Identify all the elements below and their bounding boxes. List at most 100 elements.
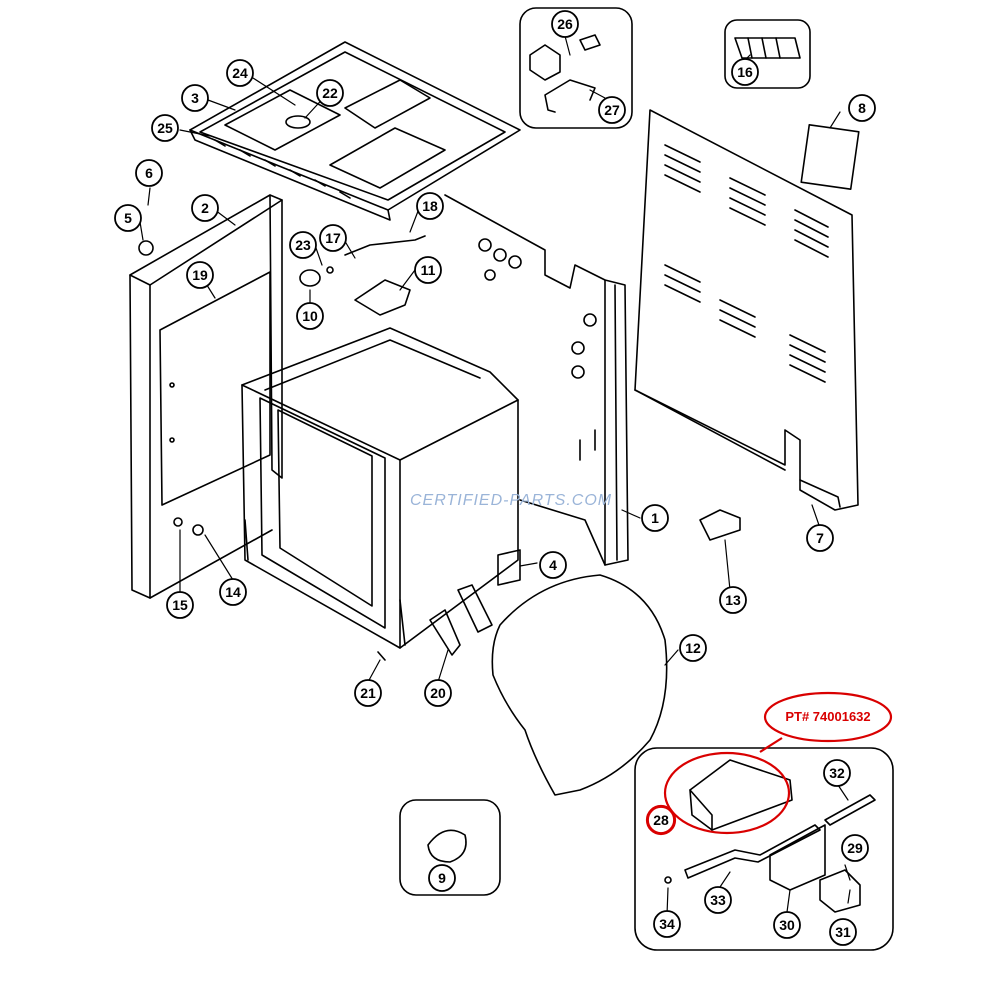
top-panel-drawing — [189, 41, 521, 221]
callout-circle — [416, 192, 444, 220]
callout-number: 11 — [421, 262, 436, 278]
watermark-text: CERTIFIED-PARTS.COM — [410, 492, 612, 509]
callout-circle — [653, 910, 681, 938]
callout-circle — [539, 551, 567, 579]
callout-number: 27 — [604, 102, 620, 118]
callout-number: 30 — [779, 917, 795, 933]
callout-24: 24 — [226, 59, 254, 87]
callout-circle — [598, 96, 626, 124]
callout-18: 18 — [416, 192, 444, 220]
callout-circle — [316, 79, 344, 107]
callout-number: 16 — [737, 64, 753, 80]
callout-32: 32 — [823, 759, 851, 787]
callout-circle — [186, 261, 214, 289]
small-parts-drawing — [173, 235, 741, 661]
callout-29: 29 — [841, 834, 869, 862]
callout-number: 14 — [225, 584, 241, 600]
callout-12: 12 — [679, 634, 707, 662]
callout-number: 33 — [710, 892, 726, 908]
callout-circle — [647, 806, 675, 834]
callout-number: 3 — [191, 90, 199, 106]
inset-9-drawing — [399, 799, 501, 896]
part-number-label: PT# 74001632 — [785, 709, 870, 724]
callout-13: 13 — [719, 586, 747, 614]
callout-number: 31 — [835, 924, 851, 940]
callout-number: 2 — [201, 200, 209, 216]
callout-circle — [704, 886, 732, 914]
callout-circle — [166, 591, 194, 619]
callout-number: 10 — [302, 308, 318, 324]
callout-circle — [181, 84, 209, 112]
callout-16: 16 — [731, 58, 759, 86]
callout-9: 9 — [428, 864, 456, 892]
inset-28-34-drawing — [634, 747, 894, 951]
callout-circle — [679, 634, 707, 662]
callout-number: 15 — [172, 597, 188, 613]
callout-circle — [823, 759, 851, 787]
highlight-marks — [645, 691, 893, 836]
callout-circle — [848, 94, 876, 122]
part-number-highlight — [763, 691, 893, 743]
inset-16-drawing — [724, 19, 811, 89]
callout-number: 1 — [651, 510, 659, 526]
callout-7: 7 — [806, 524, 834, 552]
callout-circle — [719, 586, 747, 614]
callout-2: 2 — [191, 194, 219, 222]
callout-number: 18 — [422, 198, 438, 214]
insulation-drawing — [491, 574, 668, 796]
callout-30: 30 — [773, 911, 801, 939]
callout-number: 22 — [322, 85, 338, 101]
callout-15: 15 — [166, 591, 194, 619]
callout-circle — [731, 58, 759, 86]
callout-number: 17 — [325, 230, 341, 246]
oven-box-drawing — [241, 327, 519, 649]
callout-circle — [354, 679, 382, 707]
callout-1: 1 — [641, 504, 669, 532]
callout-10: 10 — [296, 302, 324, 330]
callout-group: 1234567891011121314151617181920212223242… — [114, 10, 876, 946]
callout-11: 11 — [414, 256, 442, 284]
callout-number: 23 — [295, 237, 311, 253]
cabinet-side-drawing — [444, 194, 629, 566]
leader-lines — [139, 35, 851, 916]
callout-3: 3 — [181, 84, 209, 112]
rear-panel-drawing — [634, 109, 860, 511]
callout-28: 28 — [647, 806, 675, 834]
callout-number: 25 — [157, 120, 173, 136]
callout-circle — [428, 864, 456, 892]
callout-14: 14 — [219, 578, 247, 606]
callout-number: 32 — [829, 765, 845, 781]
callout-number: 13 — [725, 592, 741, 608]
callout-number: 8 — [858, 100, 866, 116]
callout-number: 34 — [659, 916, 675, 932]
highlight-connector — [759, 737, 783, 753]
callout-circle — [551, 10, 579, 38]
callout-5: 5 — [114, 204, 142, 232]
callout-circle — [151, 114, 179, 142]
callout-number: 7 — [816, 530, 824, 546]
callout-number: 5 — [124, 210, 132, 226]
callout-circle — [296, 302, 324, 330]
side-panel-drawing — [129, 194, 283, 599]
callout-34: 34 — [653, 910, 681, 938]
callout-circle — [773, 911, 801, 939]
bracket-highlight — [663, 751, 791, 835]
callout-circle — [135, 159, 163, 187]
callout-26: 26 — [551, 10, 579, 38]
callout-circle — [289, 231, 317, 259]
callout-33: 33 — [704, 886, 732, 914]
callout-circle — [641, 504, 669, 532]
callout-8: 8 — [848, 94, 876, 122]
callout-21: 21 — [354, 679, 382, 707]
callout-number: 29 — [847, 840, 863, 856]
callout-circle — [226, 59, 254, 87]
callout-circle — [424, 679, 452, 707]
callout-circle — [219, 578, 247, 606]
callout-17: 17 — [319, 224, 347, 252]
callout-22: 22 — [316, 79, 344, 107]
callout-number: 6 — [145, 165, 153, 181]
callout-number: 28 — [653, 812, 669, 828]
inset-26-27-drawing — [519, 7, 633, 129]
callout-31: 31 — [829, 918, 857, 946]
